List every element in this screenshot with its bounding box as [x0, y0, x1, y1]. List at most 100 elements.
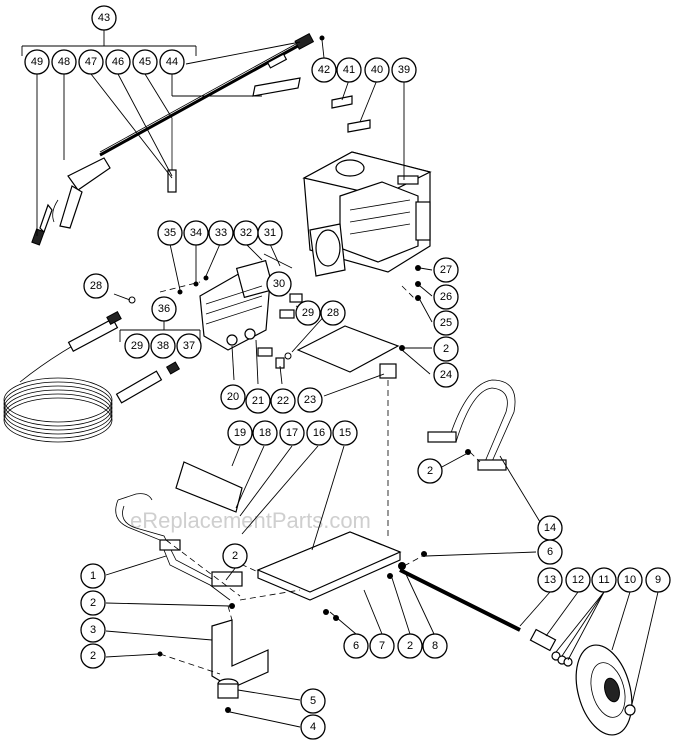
svg-text:2: 2	[407, 640, 413, 652]
svg-text:8: 8	[432, 640, 438, 652]
svg-text:1: 1	[90, 570, 96, 582]
svg-text:30: 30	[273, 278, 285, 290]
callout-19[interactable]: 19	[227, 420, 253, 446]
frame	[115, 493, 402, 601]
callout-2-handle[interactable]: 2	[417, 458, 443, 484]
svg-text:10: 10	[624, 574, 636, 586]
callout-24[interactable]: 24	[433, 362, 459, 388]
svg-text:2: 2	[427, 465, 433, 477]
svg-text:31: 31	[264, 227, 276, 239]
callout-2-axle[interactable]: 2	[397, 633, 423, 659]
svg-text:40: 40	[371, 64, 383, 76]
svg-text:35: 35	[164, 227, 176, 239]
callout-39[interactable]: 39	[391, 57, 417, 83]
svg-text:2: 2	[232, 550, 238, 562]
svg-text:6: 6	[353, 640, 359, 652]
callout-25[interactable]: 25	[433, 310, 459, 336]
svg-text:27: 27	[440, 264, 452, 276]
svg-text:18: 18	[259, 427, 271, 439]
svg-text:7: 7	[379, 640, 385, 652]
callout-49[interactable]: 49	[24, 49, 50, 75]
callout-44[interactable]: 44	[159, 49, 185, 75]
callout-4[interactable]: 4	[300, 714, 326, 740]
svg-text:17: 17	[286, 427, 298, 439]
svg-text:38: 38	[157, 340, 169, 352]
svg-text:34: 34	[190, 227, 202, 239]
svg-text:28: 28	[90, 280, 102, 292]
callout-5[interactable]: 5	[300, 688, 326, 714]
svg-text:21: 21	[252, 395, 264, 407]
callout-29-hose[interactable]: 29	[124, 333, 150, 359]
svg-text:24: 24	[440, 369, 452, 381]
callout-8[interactable]: 8	[422, 633, 448, 659]
callout-40[interactable]: 40	[364, 57, 390, 83]
svg-text:2: 2	[90, 597, 96, 609]
callout-31[interactable]: 31	[257, 220, 283, 246]
svg-text:22: 22	[277, 395, 289, 407]
svg-text:9: 9	[655, 574, 661, 586]
callout-21[interactable]: 21	[245, 388, 271, 414]
callout-2-frame[interactable]: 2	[222, 543, 248, 569]
callout-2-mount[interactable]: 2	[80, 590, 106, 616]
callout-16[interactable]: 16	[306, 420, 332, 446]
svg-text:13: 13	[544, 574, 556, 586]
handle	[427, 379, 516, 471]
svg-text:32: 32	[240, 227, 252, 239]
callout-47[interactable]: 47	[78, 49, 104, 75]
callout-2-engine[interactable]: 2	[433, 336, 459, 362]
callout-48[interactable]: 48	[51, 49, 77, 75]
pump	[199, 253, 303, 369]
callout-45[interactable]: 45	[132, 49, 158, 75]
svg-text:39: 39	[398, 64, 410, 76]
axle-wheel	[399, 568, 636, 736]
callout-36[interactable]: 36	[151, 296, 177, 322]
callout-11[interactable]: 11	[591, 567, 617, 593]
callout-22[interactable]: 22	[270, 388, 296, 414]
callout-42[interactable]: 42	[311, 57, 337, 83]
callout-32[interactable]: 32	[233, 220, 259, 246]
callout-13[interactable]: 13	[537, 567, 563, 593]
callout-15[interactable]: 15	[332, 420, 358, 446]
callout-7[interactable]: 7	[369, 633, 395, 659]
callout-12[interactable]: 12	[565, 567, 591, 593]
callout-33[interactable]: 33	[208, 220, 234, 246]
callout-26[interactable]: 26	[433, 284, 459, 310]
svg-text:14: 14	[544, 522, 556, 534]
callout-23[interactable]: 23	[297, 387, 323, 413]
callout-28-hose[interactable]: 28	[83, 273, 109, 299]
callout-14[interactable]: 14	[537, 515, 563, 541]
callout-30[interactable]: 30	[266, 271, 292, 297]
svg-text:46: 46	[112, 56, 124, 68]
callout-43[interactable]: 43	[91, 5, 117, 31]
callout-10[interactable]: 10	[617, 567, 643, 593]
svg-text:36: 36	[158, 303, 170, 315]
callout-27[interactable]: 27	[433, 257, 459, 283]
callout-17[interactable]: 17	[279, 420, 305, 446]
callout-1[interactable]: 1	[80, 563, 106, 589]
svg-text:45: 45	[139, 56, 151, 68]
callout-6-axle[interactable]: 6	[537, 539, 563, 565]
callout-29-pump[interactable]: 29	[295, 300, 321, 326]
callout-6-frame[interactable]: 6	[343, 633, 369, 659]
callout-34[interactable]: 34	[183, 220, 209, 246]
callout-41[interactable]: 41	[336, 57, 362, 83]
svg-text:20: 20	[227, 391, 239, 403]
svg-text:26: 26	[440, 291, 452, 303]
callout-20[interactable]: 20	[220, 384, 246, 410]
callout-3[interactable]: 3	[80, 617, 106, 643]
svg-text:23: 23	[304, 394, 316, 406]
callout-2-bracket[interactable]: 2	[80, 643, 106, 669]
svg-text:47: 47	[85, 56, 97, 68]
engine	[302, 151, 432, 277]
callout-46[interactable]: 46	[105, 49, 131, 75]
callout-35[interactable]: 35	[157, 220, 183, 246]
callout-38[interactable]: 38	[150, 333, 176, 359]
svg-text:29: 29	[302, 307, 314, 319]
callout-28-pump[interactable]: 28	[320, 300, 346, 326]
svg-text:4: 4	[310, 721, 316, 733]
svg-text:44: 44	[166, 56, 178, 68]
svg-text:28: 28	[327, 307, 339, 319]
callout-9[interactable]: 9	[645, 567, 671, 593]
callout-37[interactable]: 37	[176, 333, 202, 359]
callout-18[interactable]: 18	[252, 420, 278, 446]
